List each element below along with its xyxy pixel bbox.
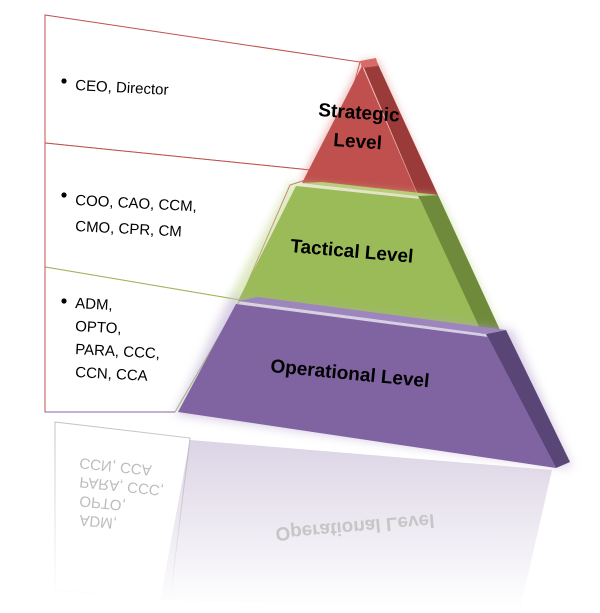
reflection-operational-band xyxy=(160,440,552,610)
roles-operational-line-1: ADM, xyxy=(75,295,113,314)
reflection-roles-line-1: ADM, xyxy=(79,511,118,532)
bullet-operational xyxy=(61,298,67,304)
tier-operational-top xyxy=(238,297,506,334)
tier-strategic-top xyxy=(360,58,378,68)
bullet-tactical xyxy=(61,192,67,198)
pyramid-tier-operational xyxy=(175,297,572,468)
roles-boxes xyxy=(44,14,361,413)
tier-tactical-top xyxy=(302,182,438,196)
reflection-roles-box xyxy=(54,421,191,601)
roles-text: CEO, Director COO, CAO, CCM, CMO, CPR, C… xyxy=(75,77,197,385)
tier-strategic-side xyxy=(362,60,438,195)
roles-tactical-line-1: COO, CAO, CCM, xyxy=(75,192,197,215)
roles-operational-line-3: PARA, CCC, xyxy=(75,341,161,362)
roles-operational-line-4: CCN, CCA xyxy=(75,364,148,385)
tier-tactical-side xyxy=(418,195,500,334)
bullet-strategic xyxy=(61,78,67,84)
tier-operational-side xyxy=(486,330,570,468)
roles-operational-line-2: OPTO, xyxy=(75,318,122,337)
roles-strategic-line-1: CEO, Director xyxy=(75,77,169,99)
roles-tactical-line-2: CMO, CPR, CM xyxy=(75,218,182,241)
bullets xyxy=(61,78,67,304)
tier-strategic-front xyxy=(302,66,418,196)
pyramid-tier-tactical xyxy=(228,182,500,334)
tier-tactical-front xyxy=(238,186,482,333)
pyramid-tier-strategic xyxy=(300,58,438,198)
reflection-roles-line-2: OPTO, xyxy=(79,492,127,514)
pyramid-reflection: CCN, CCA PARA, CCC, OPTO, ADM, Operation… xyxy=(54,421,552,610)
level-label-strategic-line-2: Level xyxy=(333,130,383,154)
tier-operational-front xyxy=(178,304,556,468)
